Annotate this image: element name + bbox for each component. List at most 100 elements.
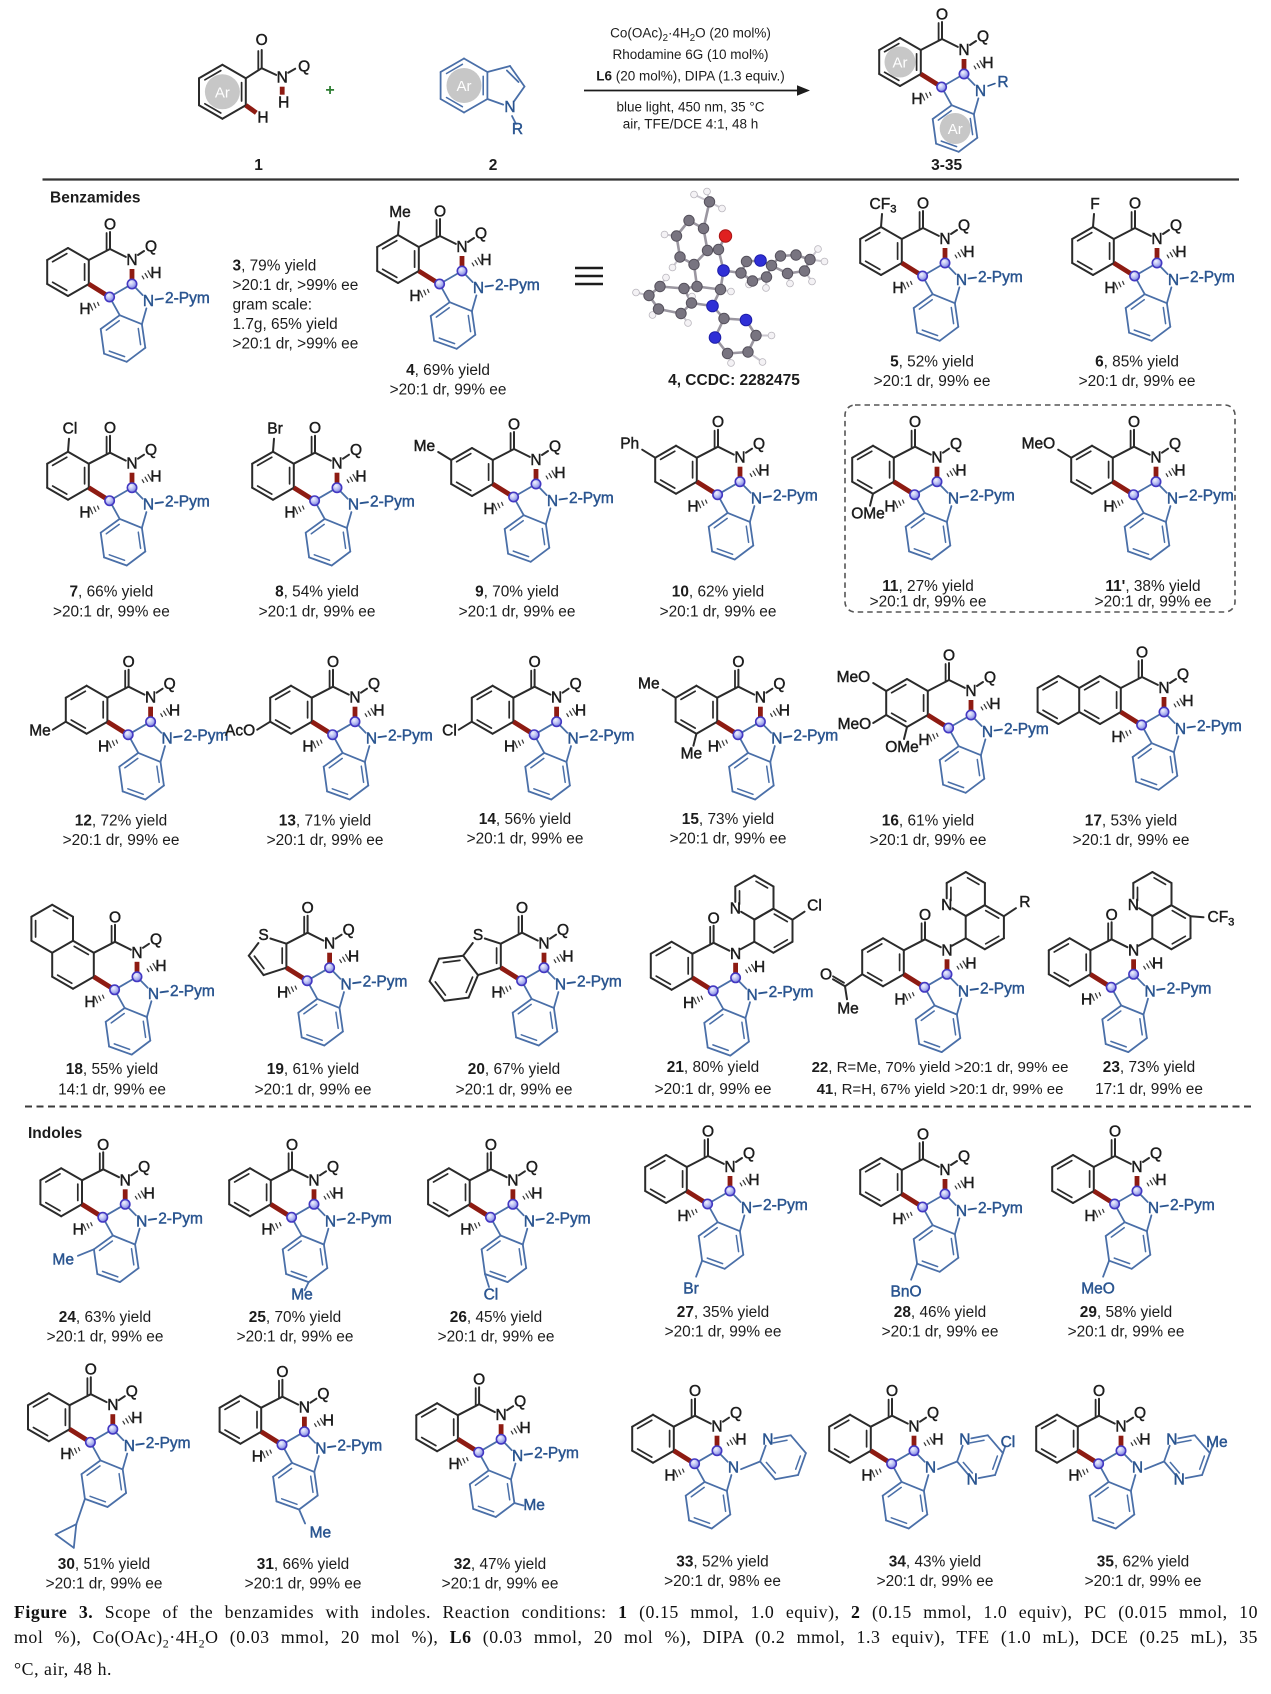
svg-text:>20:1 dr, >99% ee: >20:1 dr, >99% ee [233,277,359,294]
svg-text:N: N [771,731,782,748]
svg-text:>20:1 dr, >99% ee: >20:1 dr, >99% ee [233,336,359,353]
svg-text:33, 52% yield: 33, 52% yield [676,1554,768,1571]
svg-text:N: N [1115,1419,1126,1436]
svg-text:H: H [932,1432,943,1449]
svg-text:H: H [892,280,903,297]
svg-text:MeO: MeO [1022,436,1056,453]
svg-text:Q: Q [343,922,355,939]
svg-text:2-Pym: 2-Pym [363,974,408,991]
svg-text:Q: Q [927,1405,939,1422]
svg-text:N: N [925,1460,936,1477]
svg-text:2-Pym: 2-Pym [773,488,818,505]
svg-text:Me: Me [389,204,411,221]
svg-text:H: H [884,499,895,516]
svg-text:H: H [1139,1432,1150,1449]
svg-text:34, 43% yield: 34, 43% yield [889,1554,981,1571]
svg-text:3-35: 3-35 [931,157,962,174]
svg-text:R: R [1019,894,1030,911]
svg-text:H: H [779,703,790,720]
svg-text:N: N [456,239,467,256]
svg-text:BnO: BnO [890,1284,921,1301]
svg-text:O: O [909,414,921,431]
svg-text:Me: Me [681,746,703,763]
svg-text:11, 27% yield: 11, 27% yield [882,578,974,595]
svg-text:H: H [1155,1172,1166,1189]
svg-text:H: H [348,949,359,966]
svg-text:Me: Me [291,1286,313,1303]
svg-text:H: H [894,991,905,1008]
svg-text:MeO: MeO [1081,1281,1115,1298]
svg-text:N: N [1151,231,1162,248]
svg-text:2-Pym: 2-Pym [793,728,838,745]
svg-text:>20:1 dr, 99% ee: >20:1 dr, 99% ee [459,604,576,621]
svg-text:Ph: Ph [620,436,639,453]
svg-text:H: H [664,1468,675,1485]
svg-text:N: N [948,491,959,508]
svg-text:Q: Q [150,931,162,948]
svg-text:28, 46% yield: 28, 46% yield [894,1304,986,1321]
svg-text:N: N [965,683,976,700]
svg-text:H: H [1081,991,1092,1008]
svg-text:N: N [956,272,967,289]
svg-text:N: N [939,1162,950,1179]
svg-text:Cl: Cl [442,723,457,740]
svg-text:O: O [1128,414,1140,431]
svg-text:N: N [148,986,159,1003]
svg-text:>20:1 dr, 99% ee: >20:1 dr, 99% ee [870,593,987,610]
svg-text:Ar: Ar [948,121,963,138]
svg-text:O: O [936,7,948,24]
svg-text:>20:1 dr, 99% ee: >20:1 dr, 99% ee [47,1329,164,1346]
svg-text:5, 52% yield: 5, 52% yield [890,354,974,371]
svg-text:H: H [277,985,288,1002]
svg-text:N: N [1166,1432,1177,1449]
svg-text:>20:1 dr, 99% ee: >20:1 dr, 99% ee [63,832,180,849]
svg-text:Ar: Ar [457,78,472,95]
svg-text:H: H [989,696,1000,713]
svg-text:27, 35% yield: 27, 35% yield [677,1304,769,1321]
svg-text:H: H [1084,1208,1095,1225]
svg-text:OMe: OMe [851,506,885,523]
svg-text:H: H [60,1446,71,1463]
svg-text:22, R=Me, 70% yield >20:1 dr,: 22, R=Me, 70% yield >20:1 dr, 99% ee [812,1059,1069,1076]
svg-text:air, TFE/DCE 4:1, 48 h: air, TFE/DCE 4:1, 48 h [623,117,759,132]
svg-text:>20:1 dr, 99% ee: >20:1 dr, 99% ee [655,1081,772,1098]
svg-text:Br: Br [683,1281,699,1298]
svg-text:H: H [257,110,268,127]
svg-text:N: N [1144,983,1155,1000]
svg-text:>20:1 dr, 99% ee: >20:1 dr, 99% ee [870,832,987,849]
svg-text:O: O [886,1383,898,1400]
svg-text:2-Pym: 2-Pym [184,728,229,745]
svg-text:20, 67% yield: 20, 67% yield [468,1061,560,1078]
svg-text:H: H [531,1185,542,1202]
svg-text:N: N [1158,680,1169,697]
svg-text:H: H [355,469,366,486]
svg-text:H: H [687,499,698,516]
svg-text:>20:1 dr, 99% ee: >20:1 dr, 99% ee [267,832,384,849]
svg-text:H: H [758,463,769,480]
svg-text:>20:1 dr, 99% ee: >20:1 dr, 99% ee [46,1576,163,1593]
svg-text:gram scale:: gram scale: [233,297,313,314]
svg-text:O: O [943,648,955,665]
svg-text:Cl: Cl [484,1286,499,1303]
svg-text:2-Pym: 2-Pym [978,269,1023,286]
svg-text:2-Pym: 2-Pym [569,490,614,507]
svg-text:30, 51% yield: 30, 51% yield [58,1556,150,1573]
svg-text:N: N [724,1159,735,1176]
svg-text:H: H [1103,499,1114,516]
svg-text:O: O [917,1127,929,1144]
svg-text:1: 1 [254,157,263,174]
svg-text:2-Pym: 2-Pym [347,1210,392,1227]
svg-text:N: N [547,493,558,510]
svg-text:Ar: Ar [215,84,230,101]
svg-text:4, CCDC: 2282475: 4, CCDC: 2282475 [668,372,800,389]
svg-text:+: + [325,82,334,99]
svg-text:Q: Q [730,1405,742,1422]
svg-text:N: N [504,99,515,116]
svg-text:O: O [309,420,321,437]
svg-text:H: H [861,1468,872,1485]
svg-text:O: O [1109,1124,1121,1141]
svg-text:H: H [1152,955,1163,972]
svg-text:H: H [519,1420,530,1437]
svg-text:H: H [575,703,586,720]
svg-text:>20:1 dr, 99% ee: >20:1 dr, 99% ee [665,1324,782,1341]
